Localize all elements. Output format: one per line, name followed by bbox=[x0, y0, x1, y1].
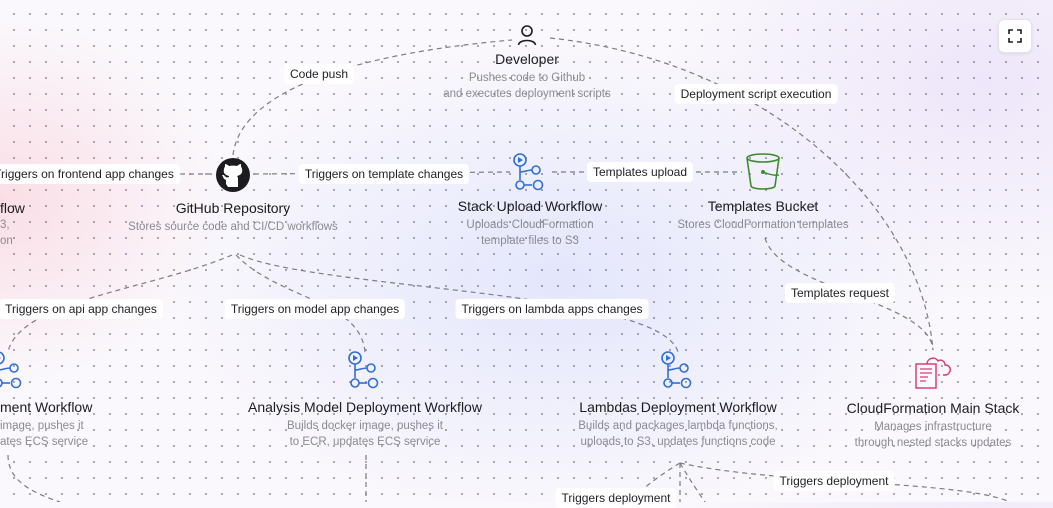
api-workflow-desc-line1: image, pushes it bbox=[0, 420, 84, 432]
edge-label-triggers-deployment-2: Triggers deployment bbox=[773, 471, 895, 491]
fullscreen-button[interactable] bbox=[998, 19, 1032, 53]
analysis-model-workflow-desc-line1: Builds docker image, pushes it bbox=[287, 420, 443, 432]
lambdas-workflow-node[interactable]: Lambdas Deployment Workflow Builds and p… bbox=[548, 350, 808, 450]
templates-bucket-desc: Stores CloudFormation templates bbox=[677, 219, 849, 231]
lambdas-workflow-title: Lambdas Deployment Workflow bbox=[579, 399, 777, 415]
edge-label-lambda-changes: Triggers on lambda apps changes bbox=[455, 299, 649, 319]
github-actions-workflow-icon bbox=[661, 351, 692, 389]
edge-label-templates-request: Templates request bbox=[784, 283, 896, 303]
edge-label-triggers-deployment-1: Triggers deployment bbox=[555, 488, 677, 508]
edge-label-template-changes: Triggers on template changes bbox=[298, 164, 470, 184]
cloudformation-icon bbox=[915, 357, 951, 389]
stack-upload-workflow-node[interactable]: Stack Upload Workflow Uploads CloudForma… bbox=[400, 152, 660, 249]
github-actions-workflow-icon bbox=[513, 153, 544, 191]
templates-bucket-node[interactable]: Templates Bucket Stores CloudFormation t… bbox=[633, 152, 893, 233]
cloudformation-stack-desc-line2: through nested stacks updates bbox=[854, 437, 1012, 449]
frontend-workflow-title: flow bbox=[0, 200, 25, 216]
edge-lambdas-right bbox=[679, 462, 706, 502]
analysis-model-workflow-desc-line2: to ECR, updates ECS service bbox=[289, 436, 441, 448]
edge-api-down bbox=[7, 454, 61, 502]
stack-upload-workflow-title: Stack Upload Workflow bbox=[457, 198, 603, 214]
github-actions-workflow-icon bbox=[348, 351, 379, 389]
edge-label-code-push: Code push bbox=[283, 64, 355, 84]
developer-node[interactable]: Developer Pushes code to Github and exec… bbox=[397, 24, 657, 102]
edge-label-deployment-script: Deployment script execution bbox=[674, 84, 838, 104]
api-workflow-title: ment Workflow bbox=[0, 399, 93, 415]
github-actions-workflow-icon bbox=[0, 351, 22, 389]
cloudformation-stack-desc-line1: Manages infrastructure bbox=[874, 421, 992, 433]
edge-label-templates-upload: Templates upload bbox=[586, 162, 694, 182]
analysis-model-workflow-title: Analysis Model Deployment Workflow bbox=[248, 399, 482, 415]
fullscreen-icon bbox=[1008, 29, 1022, 43]
templates-bucket-title: Templates Bucket bbox=[707, 198, 819, 214]
developer-title: Developer bbox=[495, 51, 559, 67]
lambdas-workflow-desc-line2: uploads to S3, updates functions code bbox=[580, 436, 776, 448]
stack-upload-workflow-desc-line1: Uploads CloudFormation bbox=[466, 219, 594, 231]
frontend-workflow-desc-line2: on bbox=[0, 235, 13, 247]
edge-label-frontend-changes: Triggers on frontend app changes bbox=[0, 164, 180, 184]
lambdas-workflow-desc-line1: Builds and packages lambda functions, bbox=[578, 420, 778, 432]
analysis-model-workflow-node[interactable]: Analysis Model Deployment Workflow Build… bbox=[235, 350, 495, 450]
github-icon bbox=[216, 158, 250, 192]
user-icon bbox=[517, 25, 537, 46]
edge-label-api-changes: Triggers on api app changes bbox=[0, 299, 163, 319]
cloudformation-stack-title: CloudFormation Main Stack bbox=[846, 400, 1020, 416]
stack-upload-workflow-desc-line2: template files to S3 bbox=[481, 235, 579, 247]
cloudformation-stack-node[interactable]: CloudFormation Main Stack Manages infras… bbox=[803, 354, 1053, 451]
s3-bucket-icon bbox=[746, 153, 780, 190]
developer-desc-line2: and executes deployment scripts bbox=[443, 88, 611, 100]
github-repository-title: GitHub Repository bbox=[175, 200, 291, 216]
github-repository-desc: Stores source code and CI/CD workflows bbox=[128, 221, 338, 233]
frontend-workflow-desc-line1: 3, bbox=[0, 219, 10, 231]
edge-label-model-changes: Triggers on model app changes bbox=[224, 299, 406, 319]
github-repository-node[interactable]: GitHub Repository Stores source code and… bbox=[103, 157, 363, 235]
frontend-workflow-node[interactable]: flow 3, on bbox=[0, 199, 60, 249]
api-workflow-desc-line2: ates ECS service bbox=[0, 436, 89, 448]
developer-desc-line1: Pushes code to Github bbox=[468, 72, 586, 84]
